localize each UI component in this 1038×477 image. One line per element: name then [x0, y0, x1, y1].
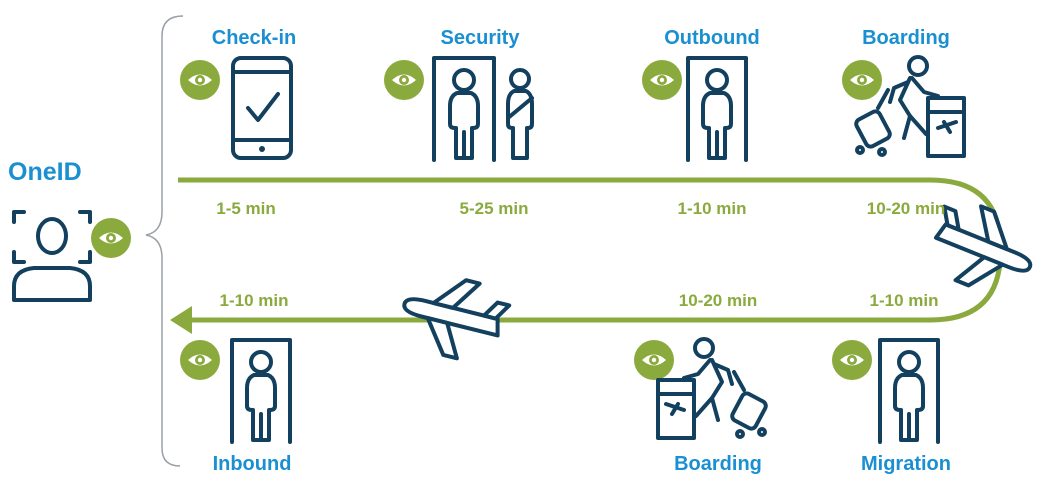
stage-boarding-outbound: Boarding — [842, 27, 966, 158]
eye-icon — [842, 60, 882, 100]
stage-title: Outbound — [664, 27, 760, 49]
stage-title: Boarding — [862, 27, 950, 49]
stage-title: Migration — [861, 453, 951, 475]
stage-inbound: Inbound — [180, 338, 292, 475]
stage-title: Boarding — [674, 453, 762, 475]
eye-icon — [832, 340, 872, 380]
eye-icon — [642, 60, 682, 100]
face-scan-person-icon — [12, 210, 92, 302]
times-top: 1-5 min 5-25 min 1-10 min 10-20 min — [216, 199, 945, 218]
oneid-section: OneID — [8, 158, 131, 302]
stage-title: Inbound — [213, 453, 292, 475]
bracket-divider — [145, 15, 184, 467]
eye-icon — [180, 60, 220, 100]
stage-migration: Migration — [832, 338, 951, 475]
eye-icon — [91, 218, 131, 258]
stage-boarding-inbound: Boarding — [634, 337, 770, 475]
duration-label: 10-20 min — [867, 199, 945, 218]
passport-gate-icon — [686, 56, 748, 162]
stage-outbound: Outbound — [642, 27, 760, 162]
duration-label: 10-20 min — [679, 291, 757, 310]
eye-icon — [180, 340, 220, 380]
arrow-left-icon — [170, 306, 192, 334]
stage-check-in: Check-in — [180, 27, 296, 160]
eye-icon — [634, 340, 674, 380]
inbound-path — [170, 261, 1003, 334]
oneid-label: OneID — [8, 158, 82, 186]
security-gate-icon — [432, 56, 534, 162]
smartphone-check-icon — [231, 56, 293, 160]
eye-icon — [384, 60, 424, 100]
duration-label: 5-25 min — [460, 199, 529, 218]
duration-label: 1-10 min — [678, 199, 747, 218]
passport-gate-icon — [878, 338, 940, 444]
passport-gate-icon — [230, 338, 292, 444]
stage-title: Security — [441, 27, 521, 49]
stage-title: Check-in — [212, 27, 296, 49]
airplane-icon — [392, 265, 515, 370]
duration-label: 1-10 min — [220, 291, 289, 310]
duration-label: 1-5 min — [216, 199, 276, 218]
times-bottom: 1-10 min 10-20 min 1-10 min — [220, 291, 939, 310]
duration-label: 1-10 min — [870, 291, 939, 310]
stage-security: Security — [384, 27, 534, 162]
boarding-traveler-icon — [656, 337, 770, 440]
